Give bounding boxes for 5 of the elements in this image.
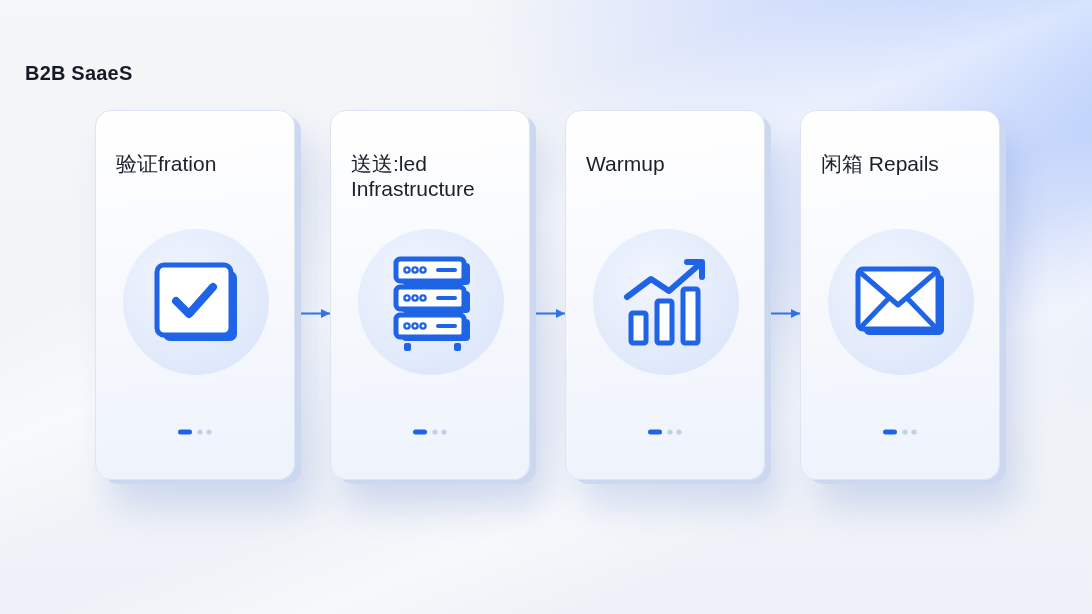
step-title: 送送:led Infrastructure	[351, 151, 476, 202]
step-title: Warmup	[586, 151, 666, 177]
step-title: 验证fration	[116, 151, 218, 177]
diagram-title: B2B SaaeS	[25, 62, 133, 85]
step-title: 闲箱 Repails	[821, 151, 940, 177]
